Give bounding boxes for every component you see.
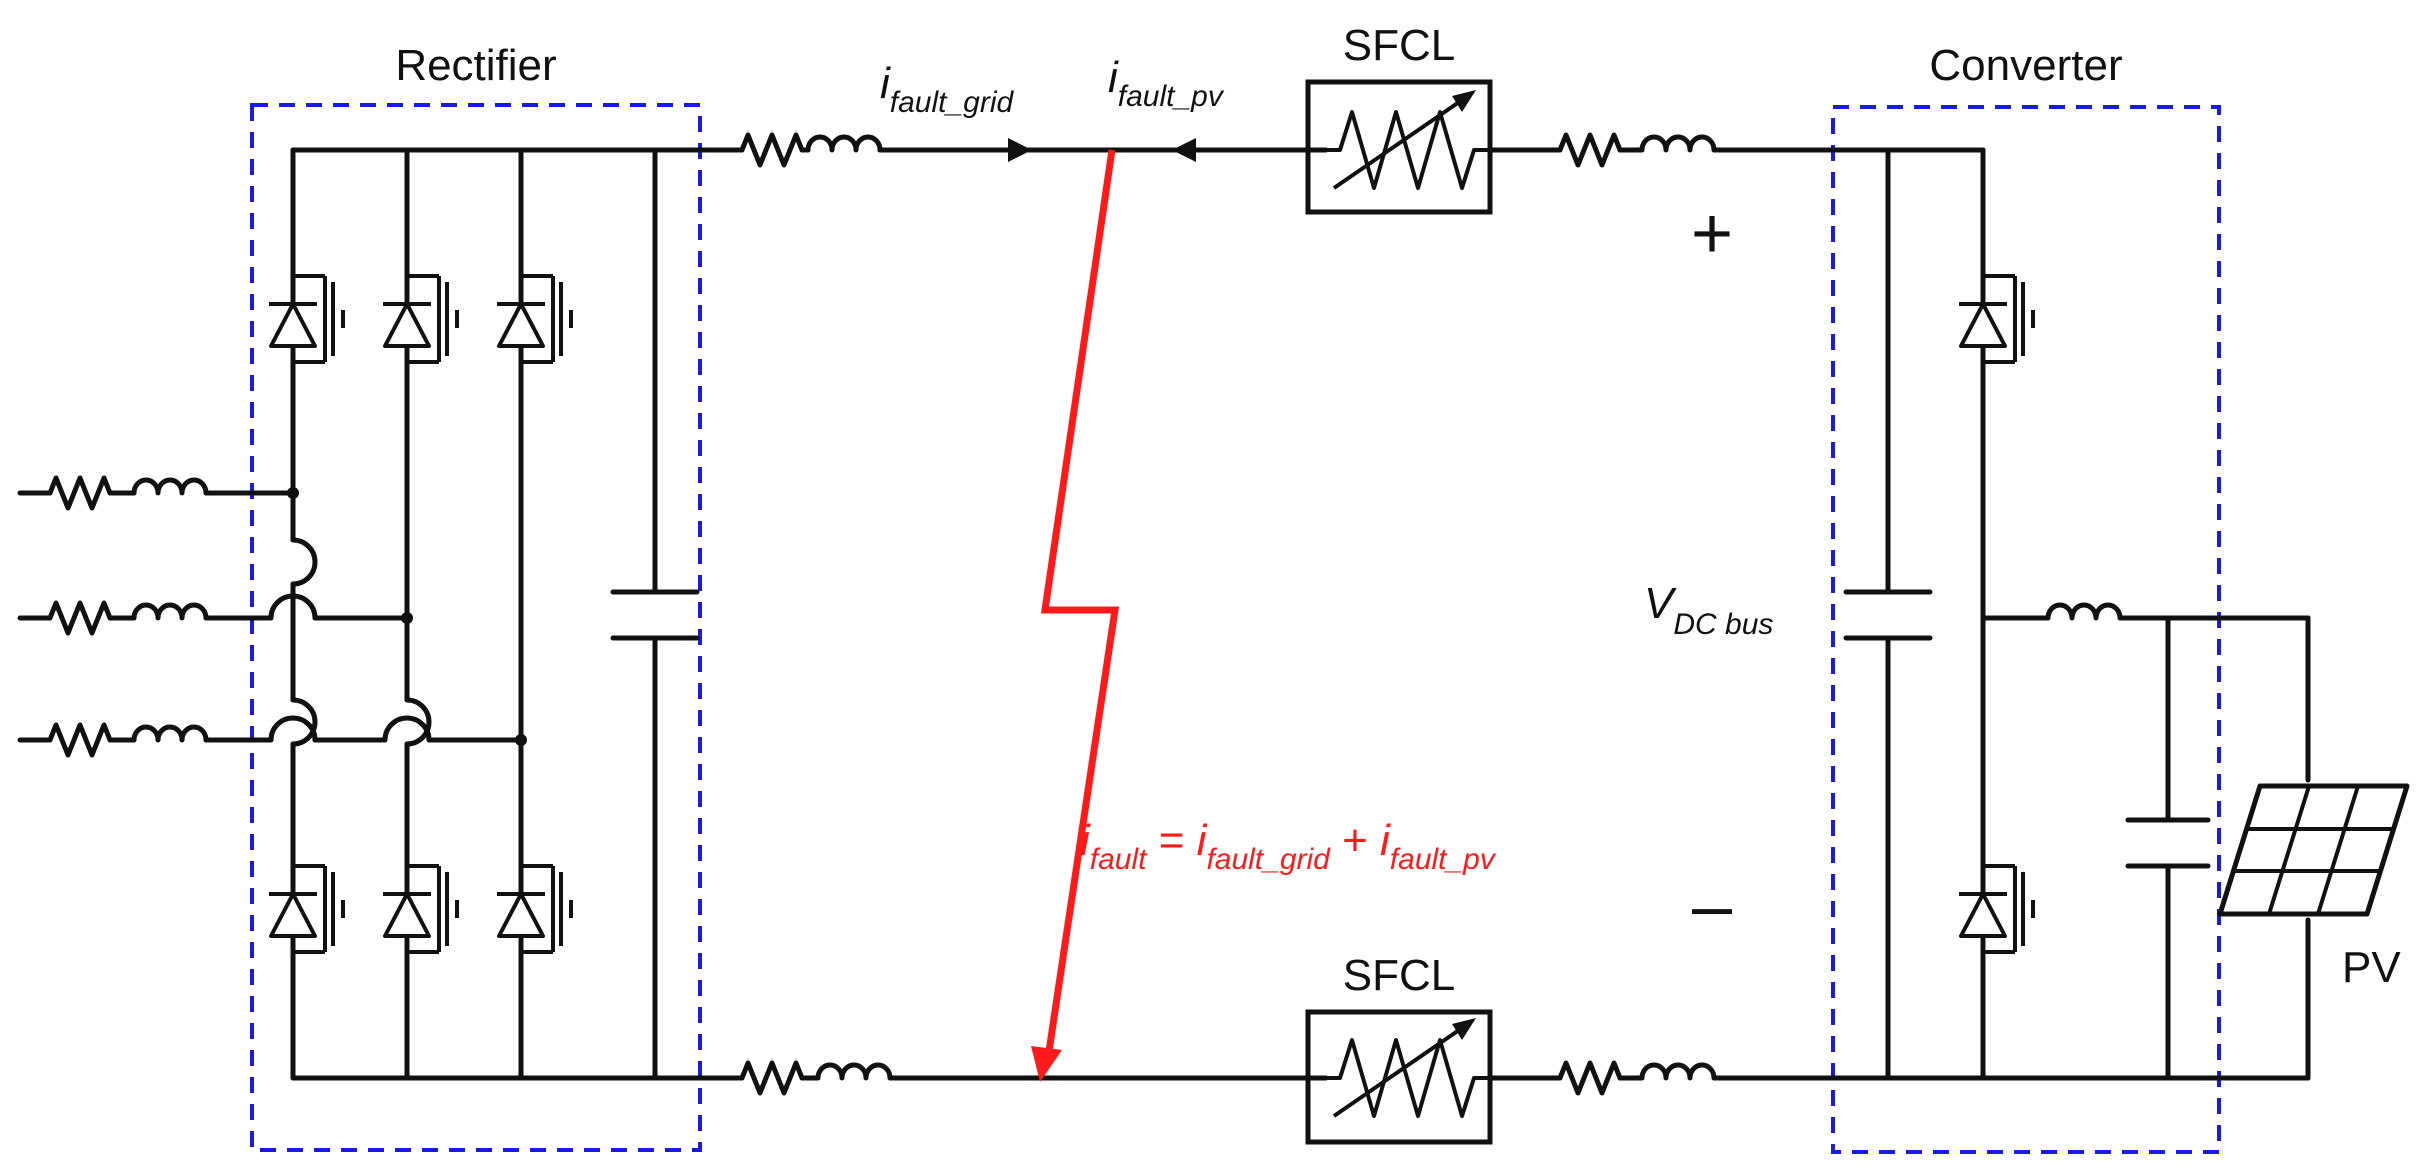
pv-panel-icon [2217,783,2410,917]
ac-inputs [17,475,524,758]
fault-arrowhead [1031,1046,1062,1082]
igbt-switch [495,260,573,384]
converter [1843,147,2311,1081]
pv-label: PV [2342,943,2401,992]
minus-sign: – [1692,866,1733,946]
igbt-switch [267,260,345,384]
converter-block [1831,105,2221,1154]
sfcl-bottom [1305,1009,1493,1145]
converter-label: Converter [1929,41,2122,90]
igbt-switch [1957,260,2035,384]
plus-sign: + [1691,194,1733,274]
dc-bus-capacitor [1843,147,1933,1081]
negative-dc-line [730,1060,2311,1096]
sfcl-top-label: SFCL [1343,21,1455,70]
rectifier-label: Rectifier [395,41,556,90]
igbt-switch [495,850,573,974]
igbt-switch [1957,850,2035,974]
pv-filter-capacitor [2125,615,2211,1081]
fault-current-equation: ifault = ifault_grid + ifault_pv [1080,816,1497,876]
igbt-switch [381,260,459,384]
grid-fault-current-label: ifault_grid [880,59,1015,119]
grid-current-arrow [1008,138,1032,162]
dc-bus-voltage-label: VDC bus [1644,579,1773,641]
igbt-switch [381,850,459,974]
rectifier [267,147,736,1081]
pv-current-arrow [1172,138,1196,162]
sfcl-top [1305,79,1493,215]
dc-link-capacitor [610,147,700,1081]
sfcl-bottom-label: SFCL [1343,951,1455,1000]
igbt-switch [267,850,345,974]
positive-dc-line [730,132,1986,168]
fault-path [1031,149,1120,1082]
rectifier-block [250,103,702,1152]
pv-fault-current-label: ifault_pv [1108,53,1225,113]
